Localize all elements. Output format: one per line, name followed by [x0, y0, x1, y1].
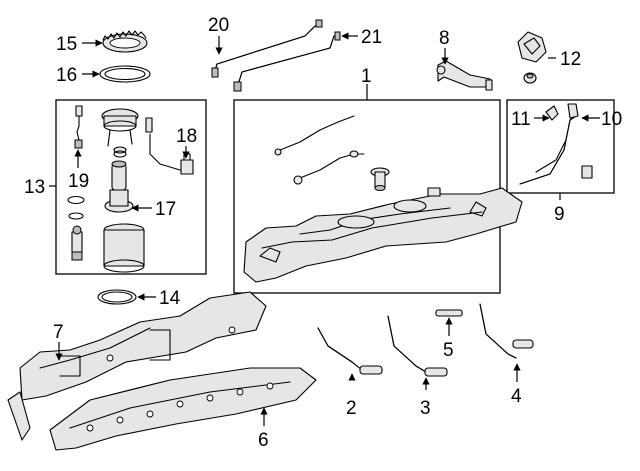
tank-sender-fitting-part — [370, 167, 390, 191]
sender-unit-part — [180, 153, 194, 175]
fuel-cap-part — [517, 31, 547, 84]
pump-wire-harness-part — [74, 105, 83, 149]
callout-2: 2 — [346, 398, 357, 419]
fuel-pump-group-box — [55, 99, 207, 275]
tank-strap-center-part — [387, 315, 448, 377]
callout-5: 5 — [443, 340, 454, 361]
tank-o-ring-part — [97, 289, 137, 305]
fuel-pump-part — [104, 160, 134, 213]
pump-seal-rings-part — [67, 150, 127, 220]
pump-gasket-part — [99, 65, 151, 83]
callout-16: 16 — [56, 65, 77, 86]
filler-pipe-part — [519, 103, 593, 185]
callout-13: 13 — [24, 177, 45, 198]
fuel-tank-part — [243, 187, 523, 283]
callout-7: 7 — [53, 322, 64, 343]
fuel-line-tube-part — [211, 19, 323, 78]
leader-lines — [49, 32, 600, 426]
tank-strap-right-part — [479, 303, 534, 359]
callout-15: 15 — [56, 34, 77, 55]
callout-21: 21 — [361, 27, 382, 48]
rear-skid-plate-part — [49, 367, 317, 451]
strap-bolt-part — [435, 309, 463, 317]
callout-4: 4 — [511, 386, 522, 407]
callout-14: 14 — [159, 288, 181, 309]
callout-6: 6 — [258, 430, 269, 451]
callout-17: 17 — [155, 199, 176, 220]
callout-19: 19 — [68, 171, 89, 192]
fuel-pump-module-part — [101, 108, 187, 171]
pump-strainer-part — [103, 223, 145, 273]
pump-filter-part — [71, 225, 83, 261]
front-skid-plate-part — [7, 291, 267, 441]
callout-3: 3 — [420, 398, 431, 419]
callout-18: 18 — [176, 126, 197, 147]
lock-ring-part — [102, 30, 148, 53]
tank-strap-left-part — [317, 327, 383, 375]
callout-8: 8 — [439, 28, 450, 49]
callout-20: 20 — [208, 15, 229, 36]
tank-vent-hoses-part — [274, 115, 365, 185]
callout-11: 11 — [511, 109, 531, 130]
callout-1: 1 — [361, 66, 372, 87]
callout-9: 9 — [554, 204, 565, 225]
filler-hose-part — [436, 60, 493, 91]
callout-10: 10 — [601, 109, 622, 130]
callout-12: 12 — [560, 49, 581, 70]
vapor-line-tube-part — [233, 31, 341, 92]
